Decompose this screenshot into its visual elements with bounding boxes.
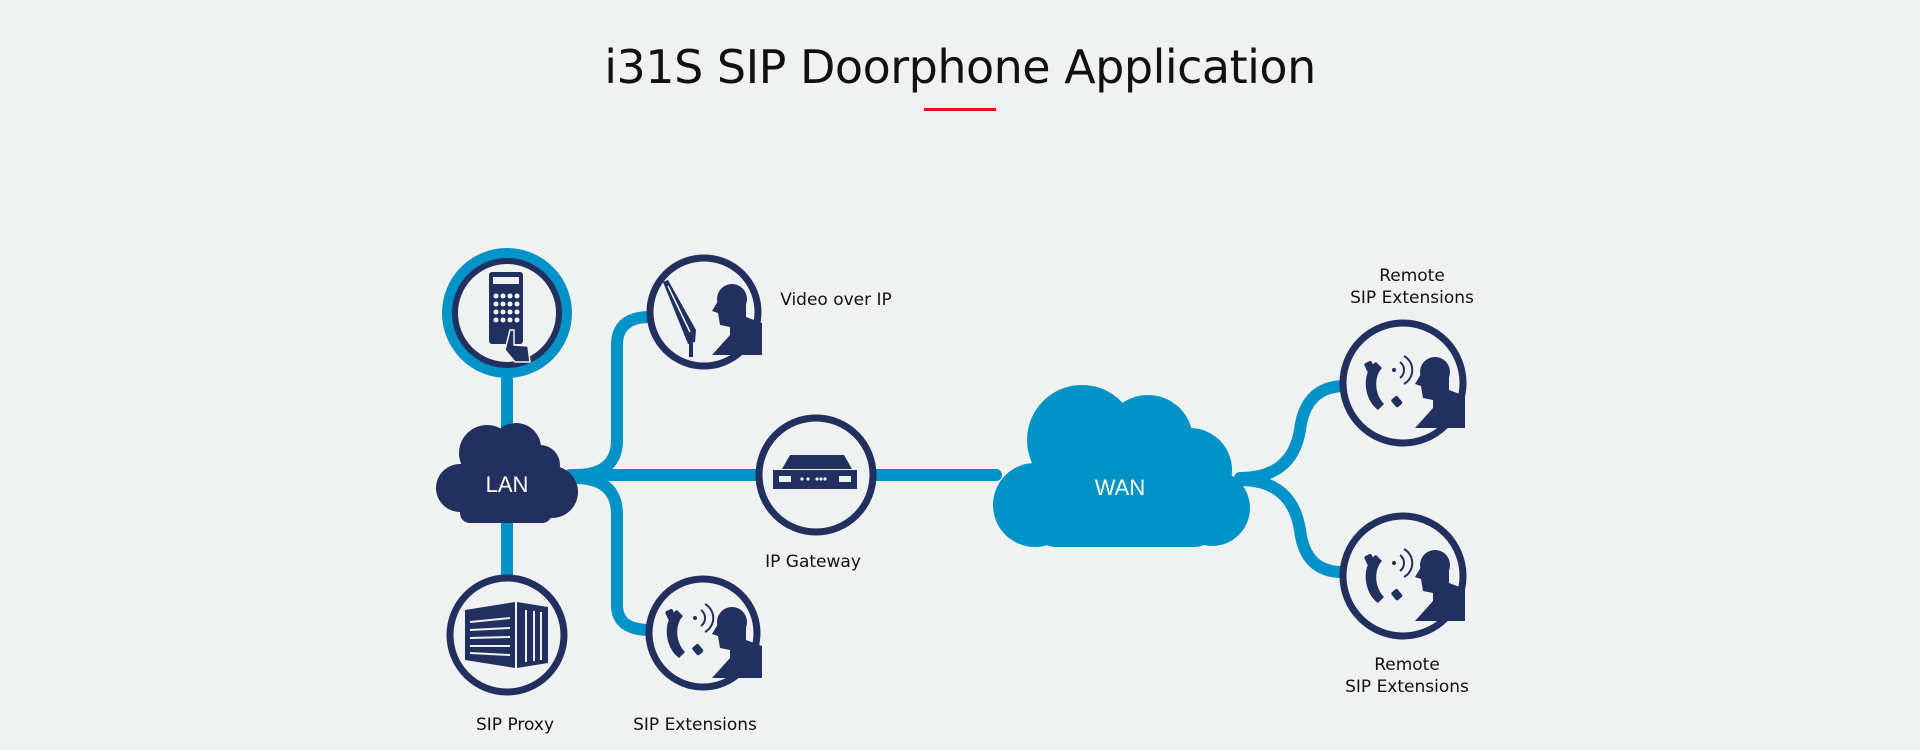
- server-icon: [465, 602, 548, 668]
- sip-proxy-label: SIP Proxy: [476, 715, 554, 735]
- sip-extensions-label: SIP Extensions: [633, 715, 757, 735]
- lan-sip-ext-branch: [569, 472, 656, 636]
- wan-cloud[interactable]: WAN: [993, 385, 1250, 547]
- remote-sip-extensions-bottom-node[interactable]: [1339, 512, 1467, 640]
- wan-remote-bottom-branch: [1234, 474, 1348, 578]
- remote-bottom-label-line2: SIP Extensions: [1345, 677, 1469, 697]
- keypad-doorphone-icon: [489, 272, 531, 363]
- gateway-router-icon: [773, 455, 857, 489]
- wan-label: WAN: [1095, 475, 1146, 500]
- remote-sip-extensions-top-node[interactable]: [1339, 319, 1467, 447]
- ip-gateway-node[interactable]: [755, 414, 877, 536]
- title-underline: [924, 108, 996, 111]
- video-monitor-icon: [663, 280, 696, 357]
- lan-label: LAN: [486, 472, 529, 497]
- lan-video-branch: [569, 311, 656, 481]
- remote-bottom-label-line1: Remote: [1374, 655, 1440, 675]
- sip-proxy-node[interactable]: [446, 574, 568, 696]
- remote-top-label-line1: Remote: [1379, 266, 1445, 286]
- remote-top-label-line2: SIP Extensions: [1350, 288, 1474, 308]
- video-over-ip-node[interactable]: [646, 254, 762, 370]
- page-title: i31S SIP Doorphone Application: [604, 40, 1316, 94]
- sip-extensions-node[interactable]: [645, 575, 762, 691]
- video-over-ip-label: Video over IP: [780, 290, 892, 310]
- lan-cloud[interactable]: LAN: [436, 423, 578, 523]
- wan-remote-top-branch: [1234, 380, 1348, 484]
- ip-gateway-label: IP Gateway: [765, 552, 861, 572]
- doorphone-node[interactable]: [442, 248, 572, 378]
